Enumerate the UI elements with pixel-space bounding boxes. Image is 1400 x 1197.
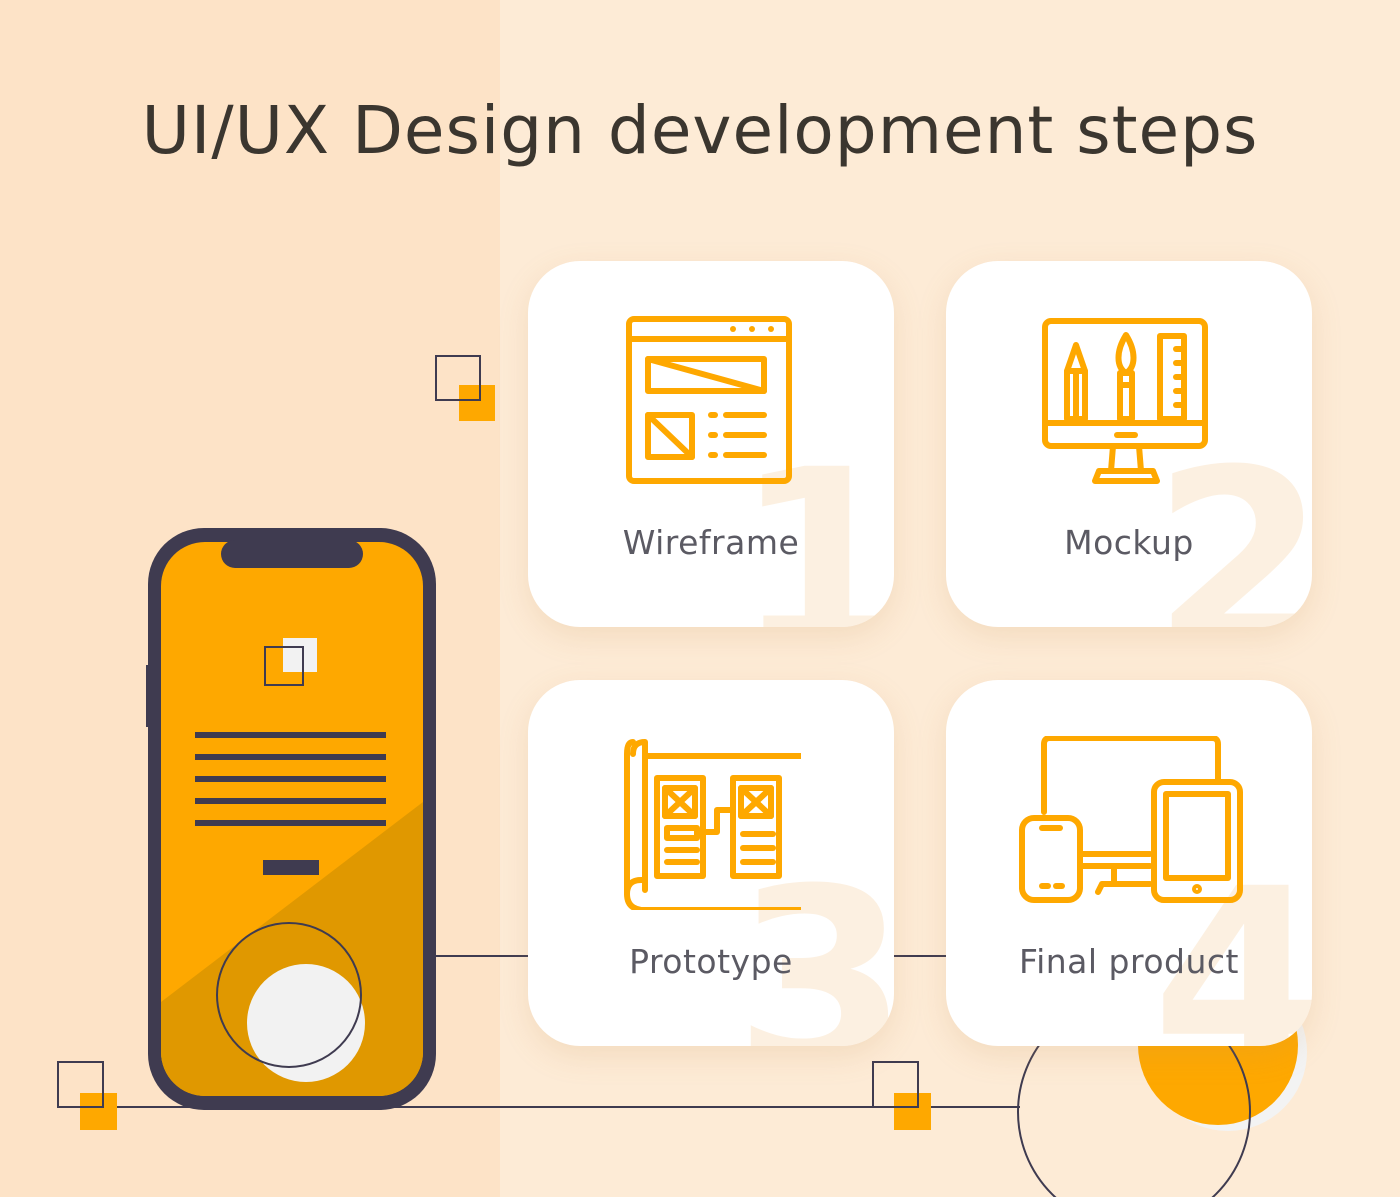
step-label: Wireframe (622, 523, 800, 562)
screen-circle-outline (216, 922, 362, 1068)
screen-button (263, 860, 319, 875)
step-label: Final product (1019, 942, 1239, 981)
step-card-mockup: 2 (946, 261, 1312, 627)
step-label: Mockup (1064, 523, 1194, 562)
screen-circle-fill (247, 964, 365, 1082)
step-number: 3 (734, 835, 894, 1047)
step-number: 4 (1152, 835, 1312, 1047)
design-tools-monitor-icon (1042, 318, 1208, 484)
smartphone-illustration (146, 528, 436, 1110)
screen-text-lines (195, 732, 386, 826)
phone-notch (221, 540, 363, 568)
step-number: 2 (1152, 416, 1312, 628)
screen-logo-fill (283, 638, 317, 672)
wireframe-icon (626, 316, 792, 484)
screen-logo-outline (264, 646, 304, 686)
step-card-prototype: 3 (528, 680, 894, 1046)
step-number: 1 (734, 416, 894, 628)
decor-square-pair (57, 1061, 117, 1130)
page-title: UI/UX Design development steps (141, 92, 1259, 169)
decor-square-pair (435, 355, 495, 421)
step-card-wireframe: 1 Wireframe (528, 261, 894, 627)
blueprint-screens-icon (624, 739, 801, 910)
multi-device-icon-detail (1019, 736, 1243, 903)
step-card-final-product: 4 (946, 680, 1312, 1046)
step-label: Prototype (629, 942, 793, 981)
decor-square-pair (872, 1061, 931, 1130)
